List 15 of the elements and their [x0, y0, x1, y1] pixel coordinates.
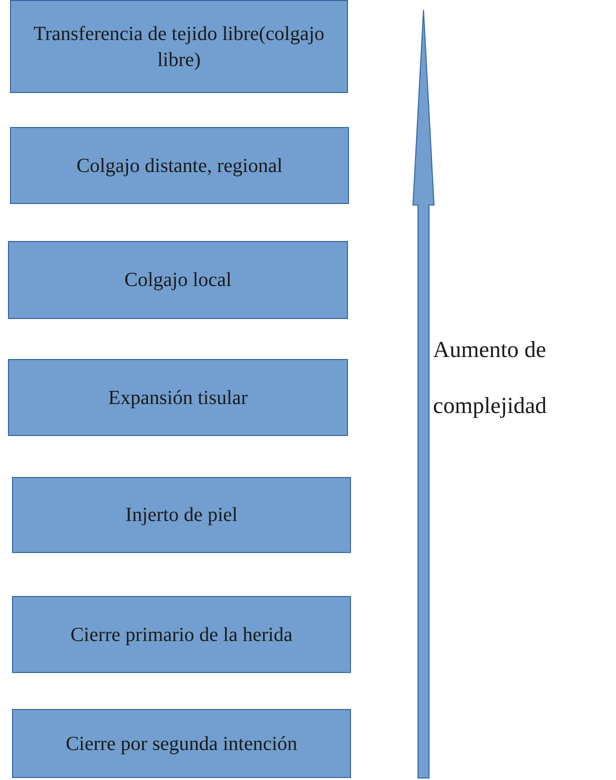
level-box: [12, 709, 351, 778]
level-text: Expansión tisular: [108, 386, 248, 410]
level-box: [12, 477, 351, 553]
level-text: Colgajo distante, regional: [76, 154, 283, 178]
level-box: [8, 241, 348, 319]
level-text: Colgajo local: [124, 268, 232, 293]
level-text: Cierre primario de la herida: [70, 622, 293, 648]
level-box: [10, 127, 349, 204]
level-text: Injerto de piel: [125, 503, 238, 528]
level-text: Cierre por segunda intención: [66, 732, 298, 756]
level-box: [8, 359, 348, 436]
level-box: [10, 0, 348, 93]
level-text: Transferencia de tejido libre(colgajo libre): [32, 22, 326, 72]
axis-label: Aumento de complejidad: [433, 336, 548, 420]
level-box: [12, 596, 351, 673]
